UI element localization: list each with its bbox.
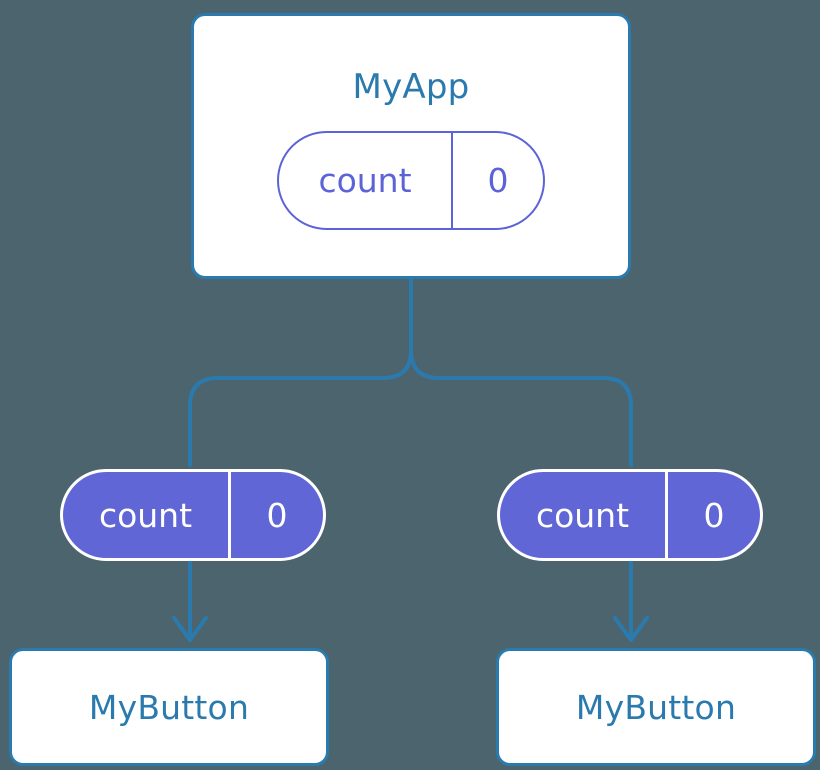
state-pill-value: 0 bbox=[487, 161, 509, 200]
component-name-mybutton-right: MyButton bbox=[575, 687, 737, 727]
arrowhead-right bbox=[613, 616, 649, 642]
edge-myapp-to-left-pill bbox=[188, 348, 413, 467]
prop-pill-left[interactable]: count 0 bbox=[60, 469, 326, 561]
prop-pill-right[interactable]: count 0 bbox=[497, 469, 763, 561]
state-pill-count[interactable]: count 0 bbox=[277, 131, 545, 230]
component-card-mybutton-right[interactable]: MyButton bbox=[496, 648, 816, 766]
component-name-myapp: MyApp bbox=[352, 67, 470, 107]
prop-pill-left-value: 0 bbox=[266, 495, 288, 535]
prop-pill-right-value: 0 bbox=[703, 495, 725, 535]
edge-myapp-to-right-pill bbox=[409, 348, 633, 467]
arrowhead-left bbox=[172, 616, 208, 642]
prop-pill-right-key: count bbox=[500, 472, 668, 558]
component-card-mybutton-left[interactable]: MyButton bbox=[9, 648, 329, 766]
component-name-mybutton-left: MyButton bbox=[88, 687, 250, 727]
prop-pill-left-key: count bbox=[63, 472, 231, 558]
state-pill-key: count bbox=[279, 133, 453, 228]
